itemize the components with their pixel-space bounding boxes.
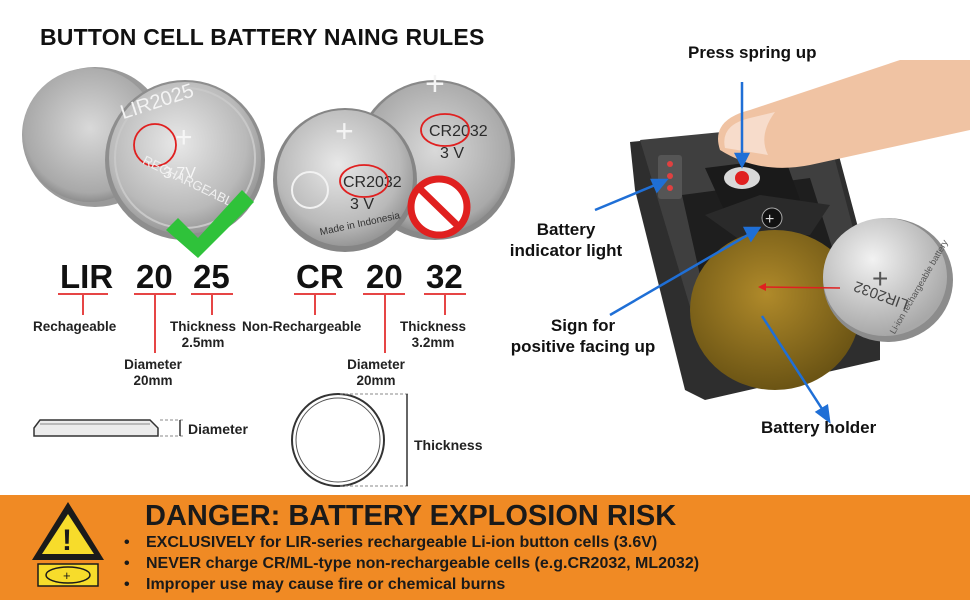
label-non-rechargeable: Non-Rechargeable xyxy=(242,319,362,334)
battery-illustration: LIR2025 + 3.7V RECHARGEABLE + CR2032 3 V… xyxy=(22,65,515,258)
lir-cell-voltage: 3.7V xyxy=(163,165,196,182)
svg-text:+: + xyxy=(63,568,71,583)
svg-text:!: ! xyxy=(62,524,72,557)
svg-text:3 V: 3 V xyxy=(350,196,374,213)
connector-line xyxy=(384,295,386,353)
underline xyxy=(191,293,233,295)
svg-text:+: + xyxy=(425,65,445,103)
label-press-spring: Press spring up xyxy=(688,43,817,62)
cr-back-highlight xyxy=(420,113,470,147)
spring-clip: + xyxy=(705,158,830,240)
code-cr-thickness: 32 xyxy=(426,258,463,295)
page-title: BUTTON CELL BATTERY NAING RULES xyxy=(40,24,485,50)
code-lir-diameter: 20 xyxy=(136,258,173,295)
warning-title: DANGER: BATTERY EXPLOSION RISK xyxy=(145,500,677,532)
lir-cell: LIR2025 + 3.7V RECHARGEABLE xyxy=(105,80,265,240)
check-icon xyxy=(166,190,254,258)
cr-front-highlight xyxy=(339,164,389,198)
code-lir-thickness: 25 xyxy=(193,258,230,295)
code-lir: LIR xyxy=(60,258,114,295)
indicator-light xyxy=(658,155,682,199)
warning-item: EXCLUSIVELY for LIR-series rechargeable … xyxy=(120,532,699,553)
coin-cell-icon: + xyxy=(37,563,99,587)
warning-item: NEVER charge CR/ML-type non-rechargeable… xyxy=(120,553,699,574)
underline xyxy=(424,293,466,295)
holder-battery xyxy=(690,230,860,390)
lir2032-cell: LIR2032 + Li-ion rechargeable battery xyxy=(823,218,953,342)
no-icon xyxy=(407,175,471,239)
lir-cell-plus: + xyxy=(175,121,193,154)
label-battery-holder: Battery holder xyxy=(761,418,877,437)
connector-line xyxy=(82,295,84,315)
underline xyxy=(134,293,176,295)
dimension-diagram xyxy=(33,393,410,487)
diameter-side-view xyxy=(33,419,185,437)
dimension-label-thickness: Thickness xyxy=(414,437,483,453)
underline xyxy=(363,293,405,295)
charger-illustration: + LIR2032 + Li-ion rechargeable battery xyxy=(594,60,970,424)
code-cr-diameter: 20 xyxy=(366,258,403,295)
code-cr: CR xyxy=(296,258,344,295)
underline xyxy=(58,293,108,295)
svg-text:+: + xyxy=(765,211,774,228)
lir-highlight-circle xyxy=(133,123,177,167)
svg-text:3 V: 3 V xyxy=(440,145,464,162)
svg-text:+: + xyxy=(335,113,354,149)
spring-button xyxy=(735,171,749,185)
underline xyxy=(294,293,336,295)
cr-front-model: CR2032 xyxy=(343,174,402,191)
cr-back-model: CR2032 xyxy=(429,123,488,140)
thickness-top-view xyxy=(291,393,410,487)
connector-line xyxy=(444,295,446,315)
warning-list: EXCLUSIVELY for LIR-series rechargeable … xyxy=(120,532,699,595)
warning-item: Improper use may cause fire or chemical … xyxy=(120,574,699,595)
connector-line xyxy=(314,295,316,315)
finger xyxy=(718,60,970,168)
warning-icons: ! + xyxy=(32,502,104,587)
connector-line xyxy=(211,295,213,315)
pointer-arrows xyxy=(594,82,831,424)
label-rechargeable: Rechageable xyxy=(33,319,117,334)
connector-line xyxy=(154,295,156,353)
dimension-label-diameter: Diameter xyxy=(188,421,248,437)
svg-text:+: + xyxy=(872,263,888,294)
warning-triangle-icon: ! xyxy=(32,502,104,560)
cr-cell: + CR2032 3 V Made in Indonesia xyxy=(273,108,417,252)
